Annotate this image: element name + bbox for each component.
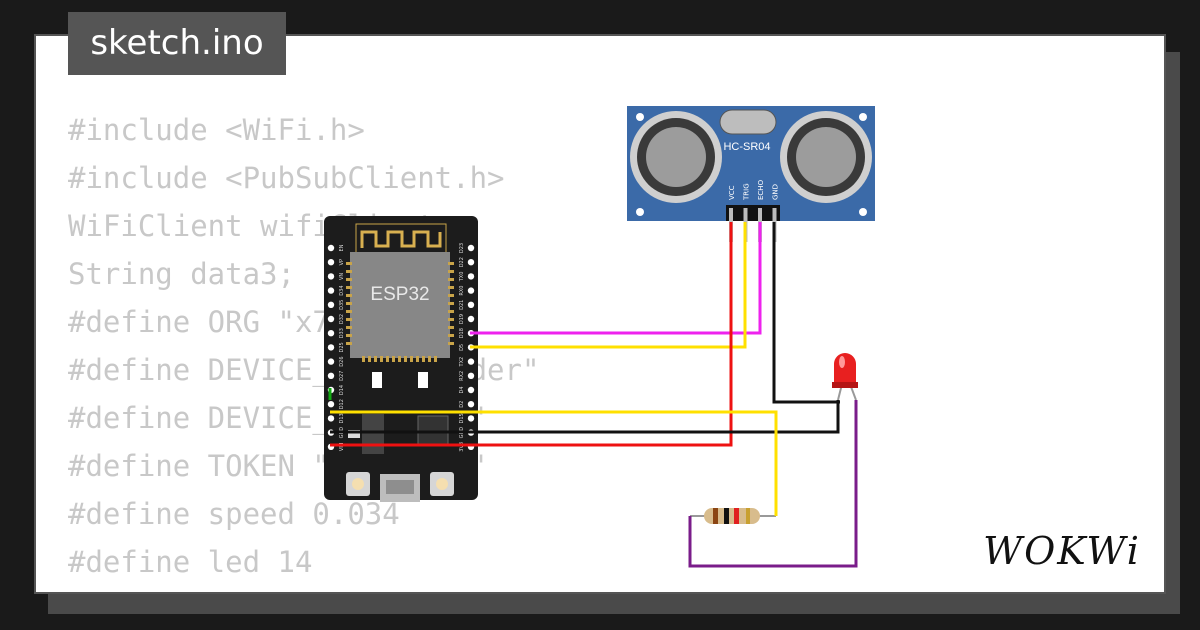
wire-sensor-gnd-black[interactable] <box>772 222 840 404</box>
sensor-pin-label: TRIG <box>743 183 751 201</box>
esp32-module <box>350 252 450 358</box>
esp32-pin[interactable] <box>467 301 475 308</box>
esp32-pin[interactable] <box>467 415 475 422</box>
wire-led-purple[interactable] <box>688 400 858 568</box>
esp32-pin-label: D19 <box>459 314 465 324</box>
mount-hole <box>859 208 867 216</box>
esp32-label: ESP32 <box>370 284 429 305</box>
esp32-pin[interactable] <box>467 287 475 294</box>
esp32-pin-label: D5 <box>459 344 465 351</box>
button-cap <box>352 478 364 490</box>
esp32-pin-label: D26 <box>339 356 345 366</box>
esp32-pin-label: D25 <box>339 342 345 352</box>
wokwi-logo: WOKWi <box>983 529 1141 573</box>
sensor-pin-label: GND <box>772 184 780 200</box>
hc-sr04-sensor[interactable]: HC-SR04 VCC TRIG ECHO GND <box>627 106 875 242</box>
esp32-pin[interactable] <box>467 273 475 280</box>
esp32-pin-label: TX0 <box>459 272 465 283</box>
code-line: #define led 14 <box>68 545 313 579</box>
esp32-pin-label: VP <box>339 259 345 265</box>
esp32-pin[interactable] <box>327 273 335 280</box>
esp32-pin-label: VN <box>339 273 345 280</box>
usb-port-inner <box>386 480 414 494</box>
esp32-pin-label: TX2 <box>459 357 465 368</box>
esp32-pin-label: D13 <box>339 413 345 423</box>
esp32-pin-label: RX0 <box>459 286 465 296</box>
esp32-pin[interactable] <box>467 401 475 408</box>
esp32-pin-label: D21 <box>459 300 465 310</box>
esp32-pin[interactable] <box>327 330 335 337</box>
esp32-pin[interactable] <box>467 259 475 266</box>
esp32-pin-label: D22 <box>459 257 465 267</box>
wires <box>328 222 858 568</box>
code-line: #define speed 0.034 <box>68 497 400 531</box>
esp32-pin[interactable] <box>467 244 475 252</box>
esp32-pin[interactable] <box>327 244 335 252</box>
module-castellation <box>346 262 454 362</box>
esp32-pin[interactable] <box>327 372 335 379</box>
esp32-pin-label: D12 <box>339 399 345 409</box>
preview-card: #include <WiFi.h> #include <PubSubClient.… <box>34 34 1166 594</box>
sensor-label: HC-SR04 <box>723 141 770 153</box>
esp32-pin[interactable] <box>327 344 335 351</box>
wire-vcc-red[interactable] <box>330 222 733 447</box>
esp32-pin-label: VIN <box>339 442 345 451</box>
esp32-pin-label: D4 <box>459 386 465 393</box>
code-line: String data3; <box>68 257 295 291</box>
sensor-pin-label: ECHO <box>757 179 765 200</box>
wokwi-logo-text: WOKWi <box>983 529 1141 573</box>
esp32-pin[interactable] <box>467 315 475 323</box>
esp32-pin-label: D14 <box>339 385 345 395</box>
esp32-pin-label: D33 <box>339 328 345 338</box>
file-title-tab[interactable]: sketch.ino <box>68 12 286 75</box>
esp32-pin-label: EN <box>339 244 345 251</box>
mount-hole <box>636 113 644 121</box>
esp32-pin-label: RX2 <box>459 371 465 381</box>
regulator-chip <box>362 414 384 454</box>
button-cap <box>436 478 448 490</box>
esp32-pin-label: D32 <box>339 314 345 324</box>
wire-led-yellow[interactable] <box>330 410 778 516</box>
antenna-trace <box>360 230 442 248</box>
esp32-pin[interactable] <box>467 372 475 379</box>
smd-component <box>372 372 382 388</box>
esp32-pin-label: D34 <box>339 285 345 295</box>
code-line: #include <PubSubClient.h> <box>68 161 505 195</box>
smd-component <box>418 372 428 388</box>
esp32-pin-label: D18 <box>459 328 465 338</box>
mount-hole <box>859 113 867 121</box>
transducer-right <box>780 111 872 203</box>
mount-hole <box>636 208 644 216</box>
code-line: #include <WiFi.h> <box>68 113 365 147</box>
esp32-pin[interactable] <box>467 386 475 394</box>
esp32-pin-label: D15 <box>459 413 465 423</box>
esp32-pin[interactable] <box>327 301 335 308</box>
esp32-pin[interactable] <box>327 259 335 266</box>
esp32-pin-label: D35 <box>339 300 345 310</box>
esp32-pin-label: D2 <box>459 401 465 408</box>
esp32-pin-label: D23 <box>459 243 465 253</box>
esp32-pin[interactable] <box>327 358 335 365</box>
esp32-board[interactable]: ESP32 ENVPVND34D35D32D33D25D26D27D14D12D… <box>324 216 478 502</box>
esp32-pin-label: D27 <box>339 371 345 381</box>
esp32-pin[interactable] <box>467 358 475 365</box>
wire-trig-magenta[interactable] <box>470 222 762 335</box>
esp32-pin[interactable] <box>327 401 335 408</box>
esp32-pin[interactable] <box>327 415 335 422</box>
esp32-pin-label: 3V3 <box>459 442 465 452</box>
resistor[interactable] <box>690 508 776 524</box>
wire-gnd-black[interactable] <box>330 400 840 434</box>
esp32-pin[interactable] <box>327 315 335 323</box>
smd-component <box>348 430 360 438</box>
wire-echo-yellow[interactable] <box>470 222 747 349</box>
red-led[interactable] <box>832 353 858 401</box>
esp32-pin[interactable] <box>327 287 335 294</box>
sensor-pin-label: VCC <box>728 185 736 200</box>
crystal-oscillator <box>719 109 777 135</box>
transducer-left <box>630 111 722 203</box>
sensor-header <box>726 205 780 221</box>
